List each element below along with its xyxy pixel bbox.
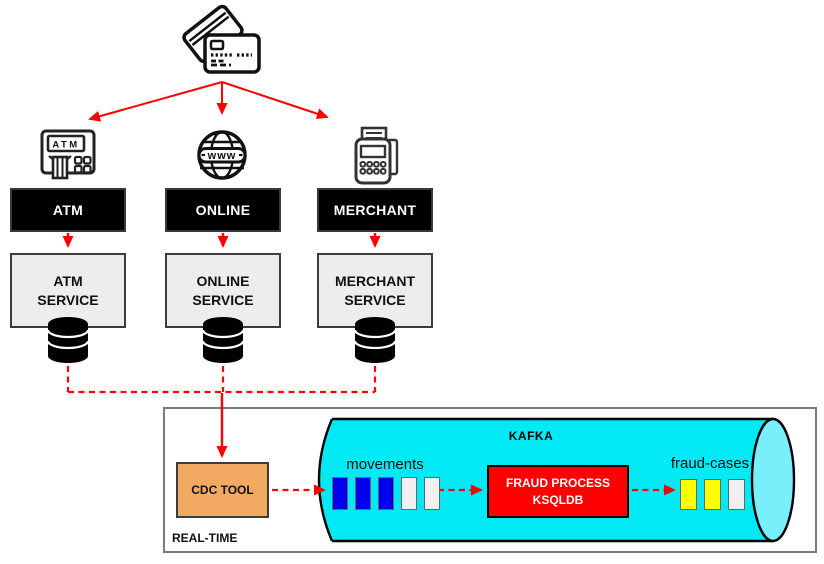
online-label: ONLINE xyxy=(195,202,251,218)
merchant-label: MERCHANT xyxy=(333,202,417,218)
topic-bar-empty xyxy=(728,479,745,510)
label-to-service-arrows xyxy=(62,233,381,248)
topic-bar-yellow xyxy=(680,479,697,510)
atm-label: ATM xyxy=(52,202,84,218)
online-service-label: ONLINE SERVICE xyxy=(192,272,254,308)
atm-service-label: ATM SERVICE xyxy=(37,272,99,308)
cdc-tool-label: CDC TOOL xyxy=(191,483,254,497)
topic-bar-blue xyxy=(332,477,348,510)
merchant-service-label: MERCHANT SERVICE xyxy=(334,272,416,308)
movements-topic-label: movements xyxy=(346,456,424,473)
topic-bar-yellow xyxy=(704,479,721,510)
movements-topic-bars xyxy=(332,477,440,510)
fraud-process-label: FRAUD PROCESS KSQLDB xyxy=(505,475,610,507)
topic-bar-empty xyxy=(401,477,417,510)
fraud-cases-topic-bars xyxy=(680,479,745,510)
topic-bar-empty xyxy=(424,477,440,510)
atm-service-box: ATM SERVICE xyxy=(10,253,126,328)
merchant-service-box: MERCHANT SERVICE xyxy=(317,253,433,328)
topic-bar-blue xyxy=(378,477,394,510)
credit-cards-icon xyxy=(182,4,261,74)
atm-label-box: ATM xyxy=(10,188,126,232)
atm-machine-icon: ATM xyxy=(40,129,96,180)
merchant-label-box: MERCHANT xyxy=(317,188,433,232)
globe-icon-text: www xyxy=(207,150,237,162)
globe-www-icon: www xyxy=(197,130,247,180)
cdc-tool-box: CDC TOOL xyxy=(176,462,269,518)
topic-bar-blue xyxy=(355,477,371,510)
atm-icon-screen-text: ATM xyxy=(52,140,79,151)
online-label-box: ONLINE xyxy=(165,188,281,232)
realtime-panel-label: REAL-TIME xyxy=(172,531,238,545)
fraud-cases-topic-label: fraud-cases xyxy=(670,455,750,472)
kafka-label: KAFKA xyxy=(508,429,554,443)
online-service-box: ONLINE SERVICE xyxy=(165,253,281,328)
fraud-process-box: FRAUD PROCESS KSQLDB xyxy=(487,465,629,518)
pos-terminal-icon xyxy=(354,126,399,185)
card-fanout-arrows xyxy=(88,81,329,122)
db-to-cdc-dashed-lines xyxy=(66,366,377,394)
